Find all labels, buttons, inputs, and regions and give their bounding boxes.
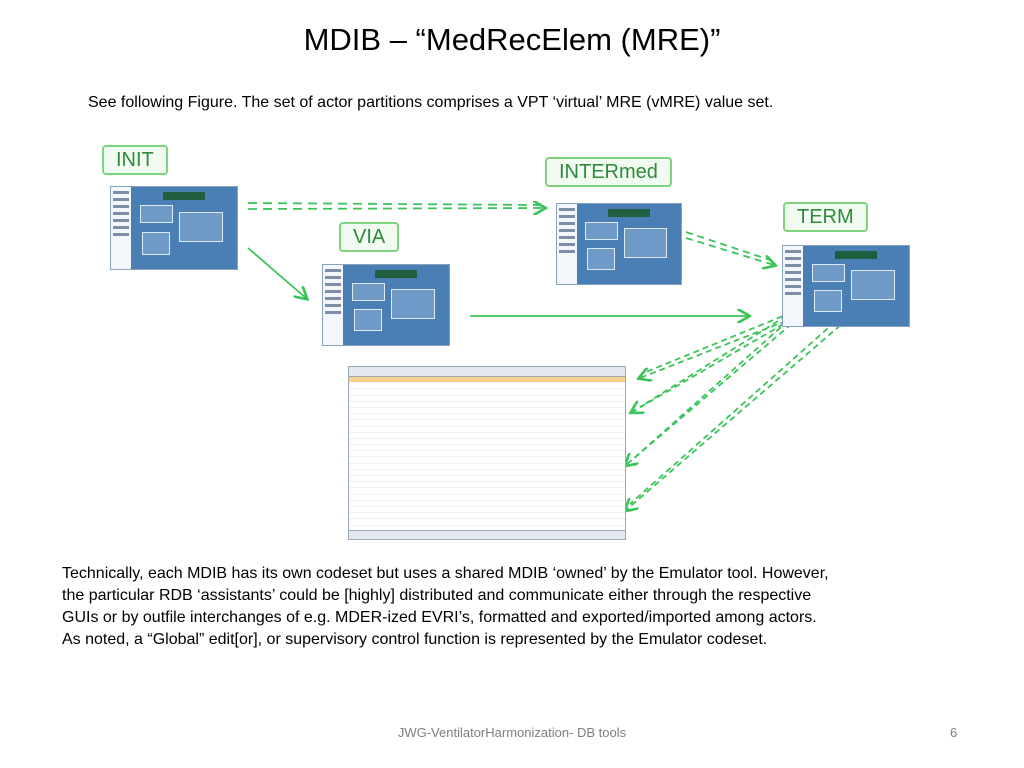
intermed-screenshot [556,203,682,285]
label-term: TERM [783,202,868,232]
label-via: VIA [339,222,400,252]
arrow-init-intermed [247,202,541,206]
body-line: the particular RDB ‘assistants’ could be… [62,587,812,604]
slide-footer: JWG-VentilatorHarmonization- DB tools [397,725,627,740]
via-screenshot [322,264,450,346]
term-screenshot [782,245,910,327]
body-line: Technically, each MDIB has its own codes… [62,565,829,582]
arrow-intermed-term [685,231,771,261]
init-screenshot [110,186,238,270]
mdib-table-screenshot [348,366,626,540]
label-intermed: INTERmed [545,157,672,187]
body-line: GUIs or by outfile interchanges of e.g. … [62,609,817,626]
body-text: Technically, each MDIB has its own codes… [62,563,962,651]
label-init: INIT [102,145,168,175]
arrow-init-via [247,247,306,298]
body-line: As noted, a “Global” edit[or], or superv… [62,631,768,648]
slide-subtitle: See following Figure. The set of actor p… [88,94,774,111]
slide-title: MDIB – “MedRecElem (MRE)” [303,22,721,57]
page-number: 6 [950,725,958,740]
